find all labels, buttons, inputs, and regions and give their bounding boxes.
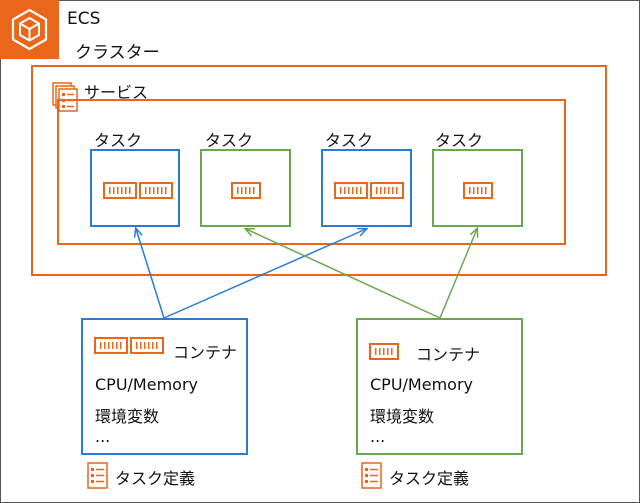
container-icon bbox=[94, 337, 128, 354]
container-icon bbox=[369, 343, 399, 360]
container-label: コンテナ bbox=[416, 345, 481, 364]
task-box-3 bbox=[321, 149, 412, 227]
ellipsis-text: ... bbox=[370, 427, 386, 446]
task-box-1 bbox=[90, 149, 180, 227]
container-icon bbox=[139, 182, 173, 199]
container-icon bbox=[130, 337, 164, 354]
task-label-2: タスク bbox=[205, 131, 254, 150]
cluster-label: クラスター bbox=[75, 43, 160, 63]
env-vars-text: 環境変数 bbox=[95, 407, 160, 426]
cpu-memory-text: CPU/Memory bbox=[370, 375, 473, 394]
task-box-2 bbox=[200, 149, 291, 227]
task-definition-box-2: コンテナ CPU/Memory 環境変数 ... bbox=[356, 318, 523, 455]
task-label-4: タスク bbox=[435, 131, 484, 150]
task-label-1: タスク bbox=[94, 131, 143, 150]
ecs-logo bbox=[0, 0, 59, 59]
container-icon bbox=[103, 182, 137, 199]
ecs-title: ECS bbox=[67, 9, 101, 29]
task-definition-box-1: コンテナ CPU/Memory 環境変数 ... bbox=[81, 318, 248, 455]
cpu-memory-text: CPU/Memory bbox=[95, 375, 198, 394]
container-icon bbox=[463, 182, 493, 199]
task-box-4 bbox=[432, 149, 523, 227]
task-definition-caption-1: タスク定義 bbox=[115, 469, 196, 488]
ellipsis-text: ... bbox=[95, 427, 111, 446]
ecs-cube-icon bbox=[11, 8, 48, 51]
task-definition-caption-2: タスク定義 bbox=[389, 469, 470, 488]
env-vars-text: 環境変数 bbox=[370, 407, 435, 426]
container-icon bbox=[334, 182, 368, 199]
container-icon bbox=[231, 182, 261, 199]
container-icon bbox=[370, 182, 404, 199]
service-label: サービス bbox=[84, 83, 149, 102]
task-label-3: タスク bbox=[325, 131, 374, 150]
container-label: コンテナ bbox=[173, 343, 238, 362]
